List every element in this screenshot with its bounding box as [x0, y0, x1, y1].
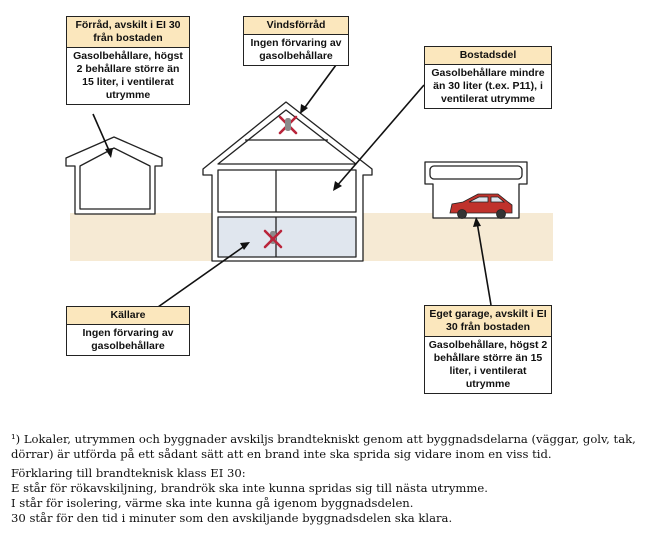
box-garage-body: Gasolbehållare, högst 2 behållare större…: [428, 339, 548, 390]
footnote-1: ¹) Lokaler, utrymmen och byggnader avski…: [11, 432, 636, 461]
box-kallare-body: Ingen förvaring av gasolbehållare: [82, 327, 174, 352]
shed-building: [65, 136, 163, 215]
attic-bottle: [285, 118, 291, 131]
box-vindsforrad-body: Ingen förvaring av gasolbehållare: [250, 37, 342, 62]
box-kallare-header: Källare: [67, 307, 189, 325]
arrow-kallare: [157, 242, 250, 308]
car: [449, 193, 513, 219]
storage-diagram: [65, 64, 553, 308]
box-bostadsdel-body: Gasolbehållare mindre än 30 liter (t.ex.…: [431, 67, 545, 105]
box-forrad-header: Förråd, avskilt i EI 30 från bostaden: [67, 17, 189, 48]
footnotes: ¹) Lokaler, utrymmen och byggnader avski…: [11, 432, 656, 526]
box-kallare: Källare Ingen förvaring av gasolbehållar…: [66, 306, 190, 356]
explain-e: E står för rökavskiljning, brandrök ska …: [11, 481, 488, 495]
explain-title: Förklaring till brandteknisk klass EI 30…: [11, 466, 246, 480]
arrow-garage: [473, 217, 492, 306]
box-bostadsdel: Bostadsdel Gasolbehållare mindre än 30 l…: [424, 46, 552, 109]
box-bostadsdel-header: Bostadsdel: [425, 47, 551, 65]
box-forrad: Förråd, avskilt i EI 30 från bostaden Ga…: [66, 16, 190, 105]
arrow-forrad: [92, 113, 113, 158]
box-vindsforrad: Vindsförråd Ingen förvaring av gasolbehå…: [243, 16, 349, 66]
box-garage-header: Eget garage, avskilt i EI 30 från bostad…: [425, 306, 551, 337]
explain-30: 30 står för den tid i minuter som den av…: [11, 511, 453, 525]
cellar: [217, 216, 357, 258]
arrow-vindsforrad: [300, 64, 337, 114]
no-storage-mark-cellar: [263, 229, 283, 249]
arrow-bostadsdel: [333, 84, 425, 191]
box-garage: Eget garage, avskilt i EI 30 från bostad…: [424, 305, 552, 394]
box-vindsforrad-header: Vindsförråd: [244, 17, 348, 35]
main-house: [202, 101, 373, 262]
box-forrad-body: Gasolbehållare, högst 2 behållare större…: [73, 50, 183, 101]
explain-i: I står för isolering, värme ska inte kun…: [11, 496, 414, 510]
